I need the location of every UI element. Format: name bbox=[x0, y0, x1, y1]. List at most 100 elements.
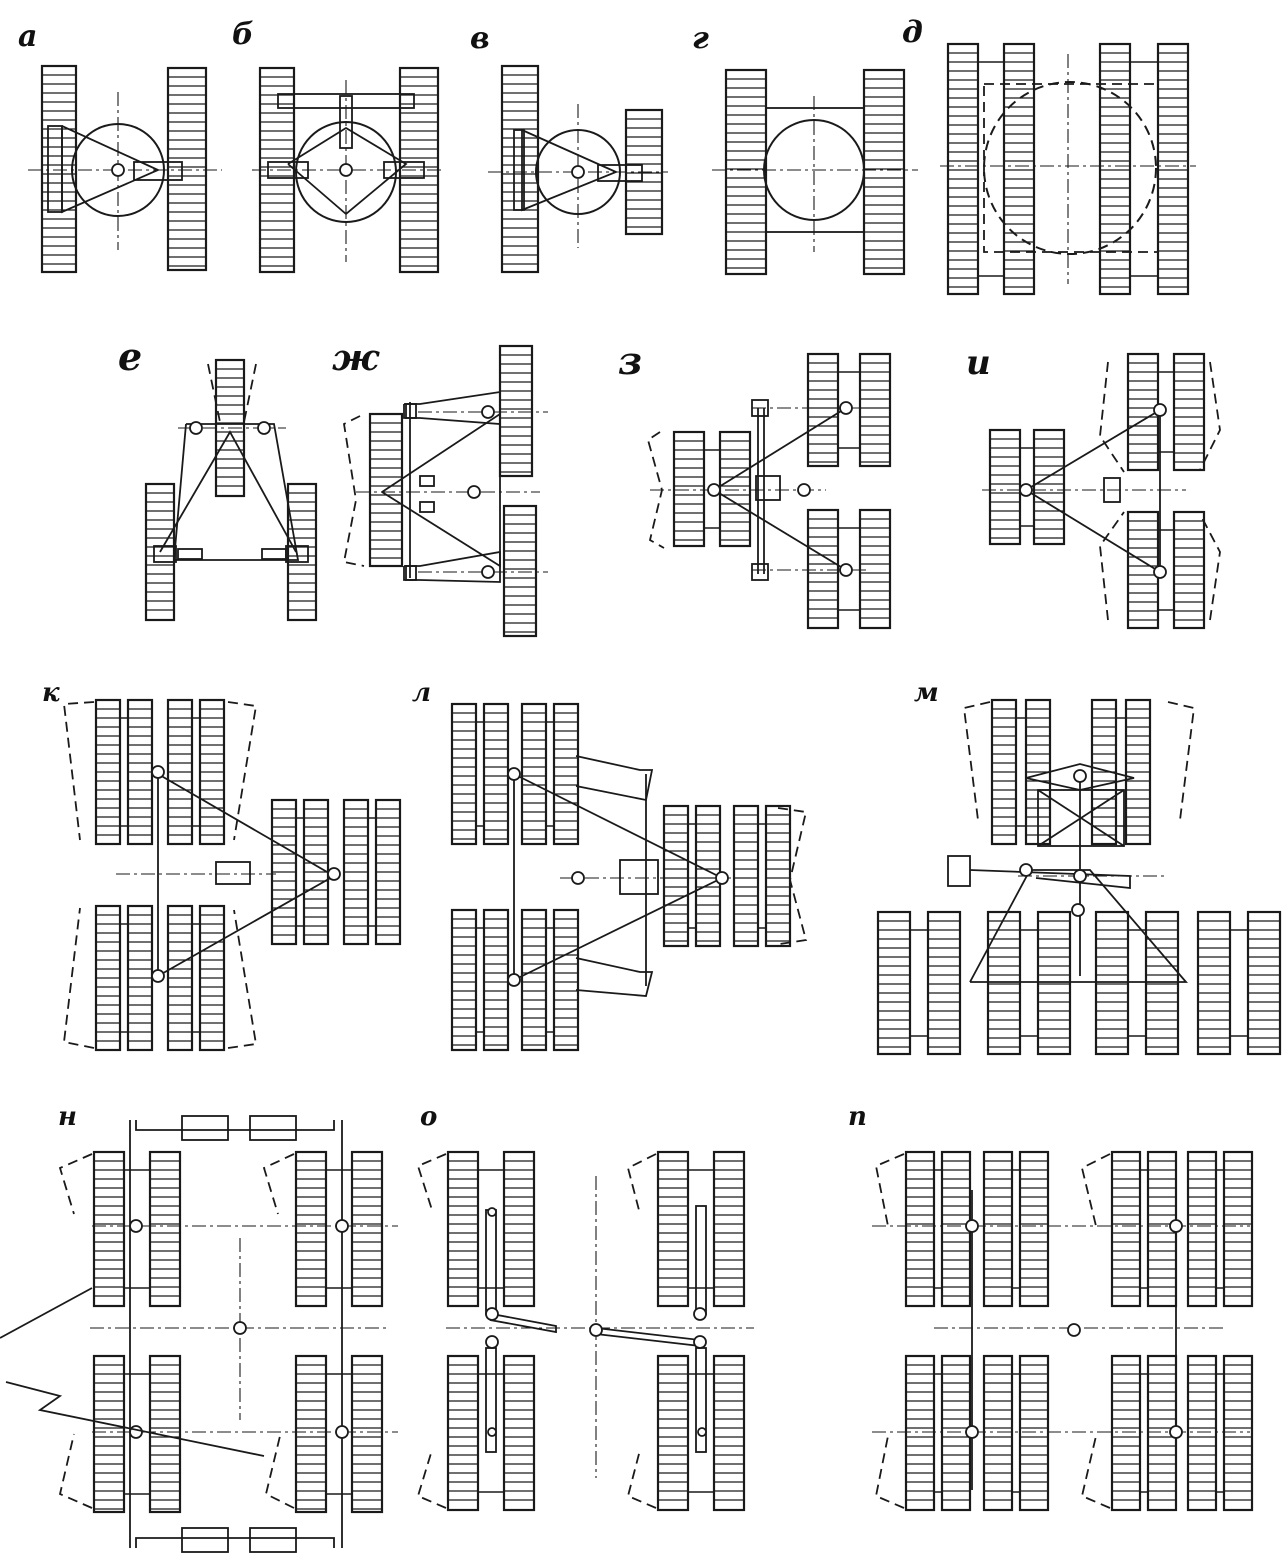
track-links bbox=[504, 514, 536, 633]
hinge-icon bbox=[151, 765, 165, 779]
track-links bbox=[400, 76, 438, 267]
track bbox=[500, 64, 540, 274]
track bbox=[806, 508, 840, 630]
hinge-icon bbox=[485, 1335, 499, 1349]
track-links bbox=[1112, 1160, 1140, 1297]
hinge-icon bbox=[485, 1307, 499, 1321]
track bbox=[1110, 1150, 1142, 1308]
track bbox=[712, 1150, 746, 1308]
frame-box bbox=[339, 95, 353, 149]
track bbox=[1186, 1354, 1218, 1512]
figure-k bbox=[62, 698, 402, 1052]
track bbox=[350, 1354, 384, 1514]
track-links bbox=[726, 78, 766, 269]
hinge-icon bbox=[487, 1207, 497, 1217]
track-links bbox=[714, 1364, 744, 1501]
track bbox=[502, 1354, 536, 1512]
figure-p bbox=[872, 1150, 1254, 1512]
frame-polyline bbox=[135, 1537, 335, 1548]
frame-box bbox=[619, 859, 659, 895]
track-links bbox=[352, 1160, 382, 1297]
frame-polyline bbox=[1199, 513, 1221, 621]
frame-box bbox=[513, 129, 525, 211]
track bbox=[1156, 42, 1190, 296]
figure-z bbox=[646, 352, 892, 630]
track-links bbox=[808, 518, 838, 619]
frame-polyline bbox=[62, 701, 95, 841]
frame-polyline bbox=[713, 489, 847, 571]
hinge-icon bbox=[1019, 863, 1033, 877]
track-links bbox=[128, 914, 152, 1042]
track-links bbox=[1146, 920, 1178, 1048]
track bbox=[286, 482, 318, 622]
track-links bbox=[734, 814, 758, 942]
track-links bbox=[984, 1364, 1012, 1501]
track bbox=[1098, 42, 1132, 296]
track bbox=[1186, 1150, 1218, 1308]
track bbox=[502, 504, 538, 638]
track bbox=[1196, 910, 1232, 1056]
label-e: е bbox=[118, 334, 143, 379]
track-links bbox=[504, 1160, 534, 1297]
track-links bbox=[128, 708, 152, 836]
track bbox=[1110, 1354, 1142, 1512]
frame-polyline bbox=[1167, 701, 1195, 821]
track-links bbox=[658, 1364, 688, 1501]
frame-box bbox=[249, 1115, 297, 1141]
frame-box bbox=[1103, 477, 1121, 503]
frame-polyline bbox=[157, 773, 336, 977]
figure-a bbox=[28, 64, 222, 274]
track-links bbox=[168, 76, 206, 267]
track-links bbox=[860, 518, 890, 619]
hinge-icon bbox=[233, 1321, 247, 1335]
track-links bbox=[990, 438, 1020, 539]
frame-box bbox=[755, 475, 781, 501]
frame-polyline bbox=[874, 1435, 905, 1509]
frame-box bbox=[405, 403, 417, 419]
frame-polyline bbox=[58, 1433, 93, 1509]
frame-polyline bbox=[1025, 763, 1135, 791]
track-links bbox=[448, 1160, 478, 1297]
track-links bbox=[1020, 1364, 1048, 1501]
frame-polyline bbox=[287, 126, 408, 216]
hinge-icon bbox=[467, 485, 481, 499]
track bbox=[1036, 910, 1072, 1056]
hinge-icon bbox=[129, 1219, 143, 1233]
frame-polyline bbox=[63, 907, 95, 1049]
track bbox=[148, 1150, 182, 1308]
track-links bbox=[1174, 362, 1204, 463]
track-links bbox=[260, 76, 294, 267]
label-a: а bbox=[18, 19, 38, 54]
track bbox=[1172, 352, 1206, 472]
frame-polyline bbox=[173, 423, 300, 561]
track-links bbox=[42, 74, 76, 265]
hinge-icon bbox=[693, 1335, 707, 1349]
hinge-icon bbox=[507, 973, 521, 987]
frame-box bbox=[597, 164, 643, 182]
track-links bbox=[304, 808, 328, 936]
hinge-icon bbox=[571, 871, 585, 885]
track bbox=[502, 1150, 536, 1308]
track-links bbox=[288, 492, 316, 611]
track-links bbox=[94, 1364, 124, 1510]
frame-polyline bbox=[969, 869, 1131, 890]
track bbox=[904, 1354, 936, 1512]
track-links bbox=[168, 914, 192, 1042]
track-links bbox=[928, 920, 960, 1048]
hinge-icon bbox=[1073, 769, 1087, 783]
frame-polyline bbox=[5, 1381, 265, 1457]
frame-box bbox=[181, 1115, 229, 1141]
track bbox=[946, 42, 980, 296]
track-links bbox=[864, 78, 904, 269]
track bbox=[446, 1354, 480, 1512]
track bbox=[1172, 510, 1206, 630]
track bbox=[876, 910, 912, 1056]
hinge-icon bbox=[129, 1425, 143, 1439]
frame-polyline bbox=[227, 701, 258, 841]
figure-e bbox=[144, 358, 318, 622]
hinge-icon bbox=[1153, 565, 1167, 579]
frame-box bbox=[153, 545, 177, 563]
frame-box bbox=[215, 861, 251, 885]
frame-polyline bbox=[403, 550, 501, 583]
